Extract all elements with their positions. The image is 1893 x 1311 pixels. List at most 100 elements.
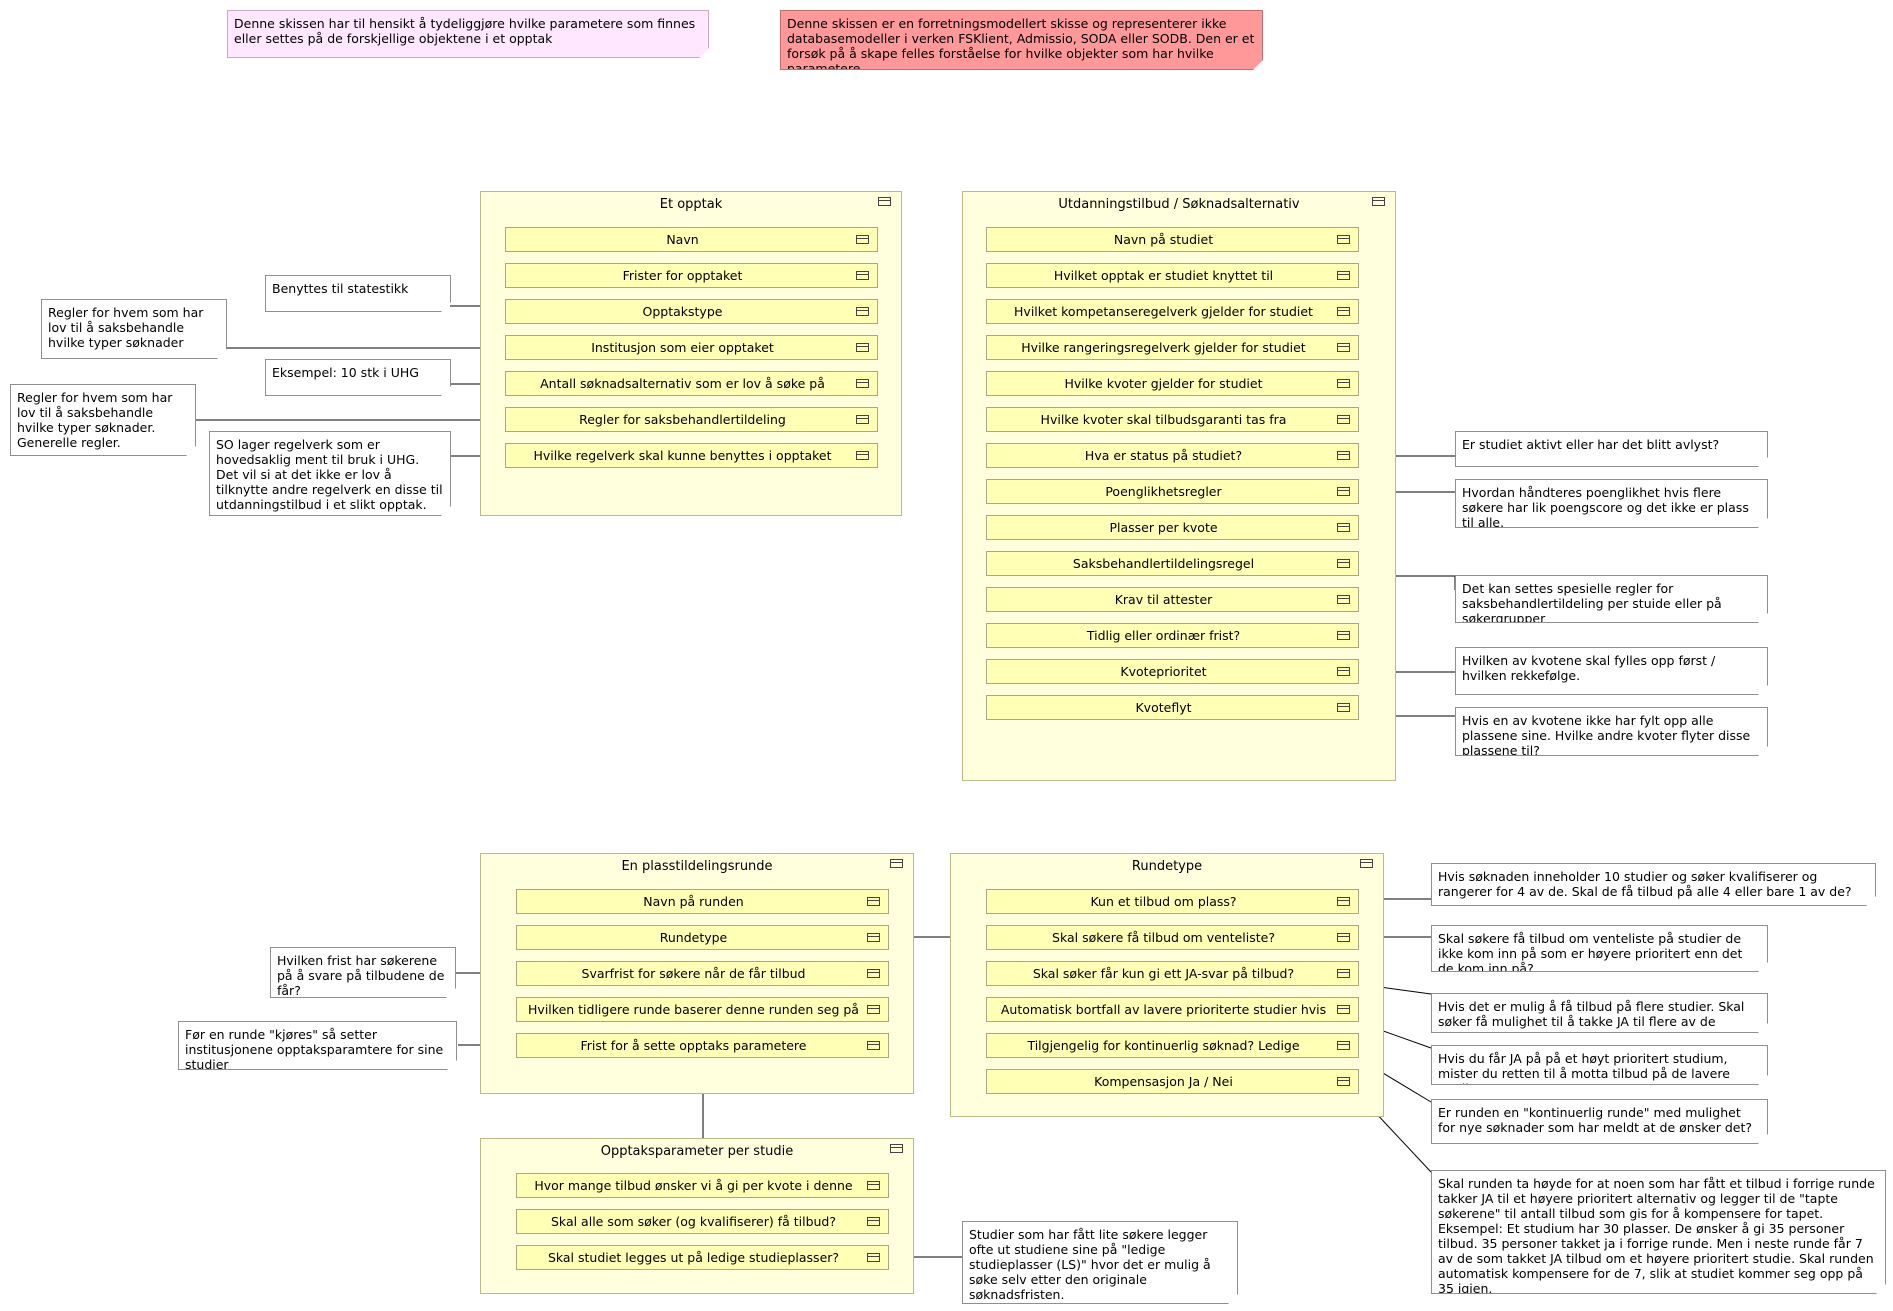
note-kontinuerlig: Er runden en "kontinuerlig runde" med mu… (1431, 1099, 1768, 1144)
utdanning-item[interactable]: Tidlig eller ordinær frist? (986, 623, 1359, 648)
purpose-note-text: Denne skissen har til hensikt å tydeligg… (234, 16, 696, 46)
element-icon (1337, 379, 1350, 388)
group-icon (890, 1144, 903, 1153)
utdanning-item[interactable]: Kvoteprioritet (986, 659, 1359, 684)
param-item[interactable]: Skal studiet legges ut på ledige studiep… (516, 1245, 889, 1270)
item-label: Regler for saksbehandlertildeling (579, 412, 786, 427)
element-icon (867, 969, 880, 978)
element-icon (856, 415, 869, 424)
runde-item[interactable]: Hvilken tidligere runde baserer denne ru… (516, 997, 889, 1022)
item-label: Tilgjengelig for kontinuerlig søknad? Le… (1027, 1038, 1300, 1053)
item-label: Rundetype (659, 930, 728, 945)
group-title: En plasstildelingsrunde (621, 859, 773, 874)
item-label: Automatisk bortfall av lavere prioritert… (1000, 1002, 1327, 1017)
element-icon (1337, 933, 1350, 942)
rundetype-item[interactable]: Kompensasjon Ja / Nei (986, 1069, 1359, 1094)
note-ti-studier: Hvis søknaden inneholder 10 studier og s… (1431, 863, 1876, 906)
item-label: Frist for å sette opptaks parametere (580, 1038, 807, 1053)
runde-item[interactable]: Navn på runden (516, 889, 889, 914)
element-icon (856, 451, 869, 460)
element-icon (1337, 1077, 1350, 1086)
disclaimer-note: Denne skissen er en forretningsmodellert… (780, 10, 1263, 70)
utdanning-item[interactable]: Plasser per kvote (986, 515, 1359, 540)
note-regler-lov: Regler for hvem som har lov til å saksbe… (41, 299, 227, 359)
item-label: Hvor mange tilbud ønsker vi å gi per kvo… (534, 1178, 853, 1193)
note-text: Hvis en av kvotene ikke har fylt opp all… (1462, 713, 1751, 756)
opptak-item-regler[interactable]: Regler for saksbehandlertildeling (505, 407, 878, 432)
note-text: Skal søkere få tilbud om venteliste på s… (1438, 931, 1743, 972)
param-item[interactable]: Hvor mange tilbud ønsker vi å gi per kvo… (516, 1173, 889, 1198)
utdanning-item[interactable]: Kvoteflyt (986, 695, 1359, 720)
note-text: Hvordan håndteres poenglikhet hvis flere… (1462, 485, 1749, 528)
runde-item[interactable]: Rundetype (516, 925, 889, 950)
item-label: Hva er status på studiet? (1084, 448, 1243, 463)
item-label: Antall søknadsalternativ som er lov å sø… (540, 376, 825, 391)
item-label: Hvilke kvoter skal tilbudsgaranti tas fr… (1040, 412, 1287, 427)
note-ja-hoyt: Hvis du får JA på på et høyt prioritert … (1431, 1045, 1768, 1085)
item-label: Institusjon som eier opptaket (591, 340, 774, 355)
opptak-item-regelverk[interactable]: Hvilke regelverk skal kunne benyttes i o… (505, 443, 878, 468)
note-status: Er studiet aktivt eller har det blitt av… (1455, 431, 1768, 467)
rundetype-item[interactable]: Skal søkere få tilbud om venteliste? (986, 925, 1359, 950)
utdanning-item[interactable]: Hvilke kvoter skal tilbudsgaranti tas fr… (986, 407, 1359, 432)
utdanning-item[interactable]: Navn på studiet (986, 227, 1359, 252)
utdanning-item[interactable]: Krav til attester (986, 587, 1359, 612)
opptak-item-antall[interactable]: Antall søknadsalternativ som er lov å sø… (505, 371, 878, 396)
opptak-item-frister[interactable]: Frister for opptaket (505, 263, 878, 288)
param-item[interactable]: Skal alle som søker (og kvalifiserer) få… (516, 1209, 889, 1234)
utdanning-item[interactable]: Saksbehandlertildelingsregel (986, 551, 1359, 576)
item-label: Hvilken tidligere runde baserer denne ru… (528, 1002, 859, 1017)
runde-item[interactable]: Svarfrist for søkere når de får tilbud (516, 961, 889, 986)
element-icon (867, 1181, 880, 1190)
note-text: Regler for hvem som har lov til å saksbe… (48, 305, 204, 350)
note-ledige: Studier som har fått lite søkere legger … (962, 1221, 1238, 1304)
note-text: Hvilken frist har søkerene på å svare på… (277, 953, 445, 998)
utdanning-item[interactable]: Hvilke kvoter gjelder for studiet (986, 371, 1359, 396)
group-icon (1372, 197, 1385, 206)
rundetype-item[interactable]: Kun et tilbud om plass? (986, 889, 1359, 914)
element-icon (867, 897, 880, 906)
opptak-item-opptakstype[interactable]: Opptakstype (505, 299, 878, 324)
item-label: Opptakstype (642, 304, 723, 319)
runde-item[interactable]: Frist for å sette opptaks parametere (516, 1033, 889, 1058)
group-icon (878, 197, 891, 206)
item-label: Skal alle som søker (og kvalifiserer) få… (551, 1214, 836, 1229)
item-label: Navn (666, 232, 699, 247)
element-icon (1337, 1041, 1350, 1050)
element-icon (856, 307, 869, 316)
element-icon (1337, 667, 1350, 676)
note-text: Er studiet aktivt eller har det blitt av… (1462, 437, 1720, 452)
note-text: Hvis det er mulig å få tilbud på flere s… (1438, 999, 1745, 1029)
element-icon (856, 379, 869, 388)
item-label: Hvilket kompetanseregelverk gjelder for … (1014, 304, 1313, 319)
note-text: Før en runde "kjøres" så setter institus… (185, 1027, 444, 1070)
note-text: Studier som har fått lite søkere legger … (969, 1227, 1211, 1302)
item-label: Krav til attester (1114, 592, 1213, 607)
opptak-item-navn[interactable]: Navn (505, 227, 878, 252)
group-title: Opptaksparameter per studie (600, 1144, 794, 1159)
note-eksempel-uhg: Eksempel: 10 stk i UHG (265, 359, 451, 396)
item-label: Skal søker får kun gi ett JA-svar på til… (1032, 966, 1295, 981)
element-icon (1337, 559, 1350, 568)
rundetype-item[interactable]: Tilgjengelig for kontinuerlig søknad? Le… (986, 1033, 1359, 1058)
element-icon (867, 933, 880, 942)
item-label: Hvilke kvoter gjelder for studiet (1064, 376, 1263, 391)
rundetype-item[interactable]: Skal søker får kun gi ett JA-svar på til… (986, 961, 1359, 986)
element-icon (1337, 271, 1350, 280)
note-text: Hvis du får JA på på et høyt prioritert … (1438, 1051, 1730, 1081)
utdanning-item[interactable]: Hva er status på studiet? (986, 443, 1359, 468)
utdanning-item[interactable]: Hvilke rangeringsregelverk gjelder for s… (986, 335, 1359, 360)
item-label: Saksbehandlertildelingsregel (1072, 556, 1255, 571)
element-icon (1337, 595, 1350, 604)
group-title: Et opptak (659, 197, 723, 212)
element-icon (1337, 451, 1350, 460)
rundetype-item[interactable]: Automatisk bortfall av lavere prioritert… (986, 997, 1359, 1022)
opptak-item-institusjon[interactable]: Institusjon som eier opptaket (505, 335, 878, 360)
note-saksbehandler: Det kan settes spesielle regler for saks… (1455, 575, 1768, 623)
item-label: Plasser per kvote (1109, 520, 1218, 535)
note-text: Eksempel: 10 stk i UHG (272, 365, 419, 380)
utdanning-item[interactable]: Hvilket kompetanseregelverk gjelder for … (986, 299, 1359, 324)
purpose-note: Denne skissen har til hensikt å tydeligg… (227, 10, 709, 58)
utdanning-item[interactable]: Hvilket opptak er studiet knyttet til (986, 263, 1359, 288)
utdanning-item[interactable]: Poenglikhetsregler (986, 479, 1359, 504)
